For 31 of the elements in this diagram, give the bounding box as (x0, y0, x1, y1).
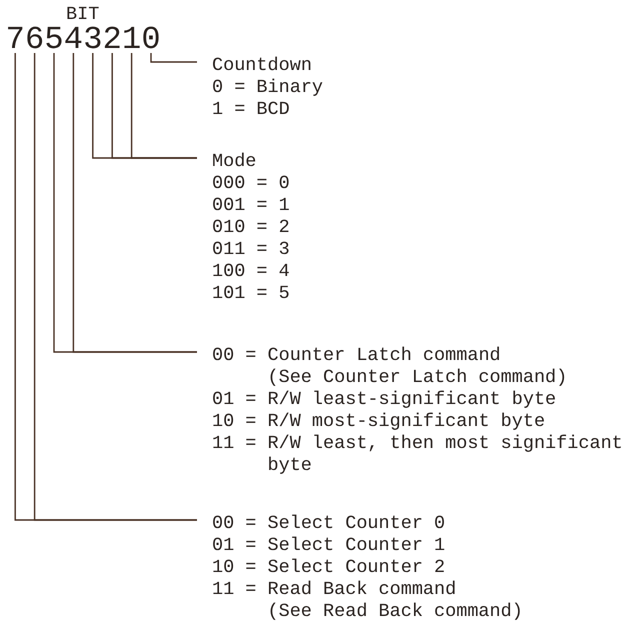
value-description: 100 = 4 (212, 261, 290, 283)
bit-number: 7 (6, 27, 25, 53)
value-description: (See Read Back command) (268, 601, 523, 623)
bit-number: 1 (122, 27, 142, 53)
field-heading: Countdown (212, 55, 312, 77)
value-description: 10 = Select Counter 2 (212, 557, 446, 579)
value-description: 011 = 3 (212, 239, 290, 261)
field-heading: Mode (212, 151, 258, 173)
value-description: 0 = Binary (212, 77, 324, 99)
value-description: 01 = R/W least-significant byte (212, 389, 556, 411)
value-description: 11 = Read Back command (212, 579, 456, 601)
bit-number: 3 (83, 27, 102, 53)
bit-number: 5 (44, 27, 64, 53)
bit-number: 0 (141, 27, 161, 53)
value-description: 11 = R/W least, then most significant byte (212, 433, 624, 477)
bit-number: 2 (102, 27, 122, 53)
bit-number: 6 (24, 27, 44, 53)
connector-line (150, 53, 197, 63)
value-description: 01 = Select Counter 1 (212, 535, 446, 557)
bit-number: 4 (64, 27, 84, 53)
bit-heading: BIT (66, 4, 100, 26)
value-description: 00 = Select Counter 0 (212, 513, 446, 535)
value-description: 10 = R/W most-significant byte (212, 411, 546, 433)
value-description: (See Counter Latch command) (268, 367, 568, 389)
value-description: 00 = Counter Latch command (212, 345, 501, 367)
connector-line (92, 53, 197, 159)
value-description: 010 = 2 (212, 217, 290, 239)
value-description: 101 = 5 (212, 283, 290, 305)
value-description: 1 = BCD (212, 99, 290, 121)
value-description: 001 = 1 (212, 195, 290, 217)
value-description: 000 = 0 (212, 173, 290, 195)
